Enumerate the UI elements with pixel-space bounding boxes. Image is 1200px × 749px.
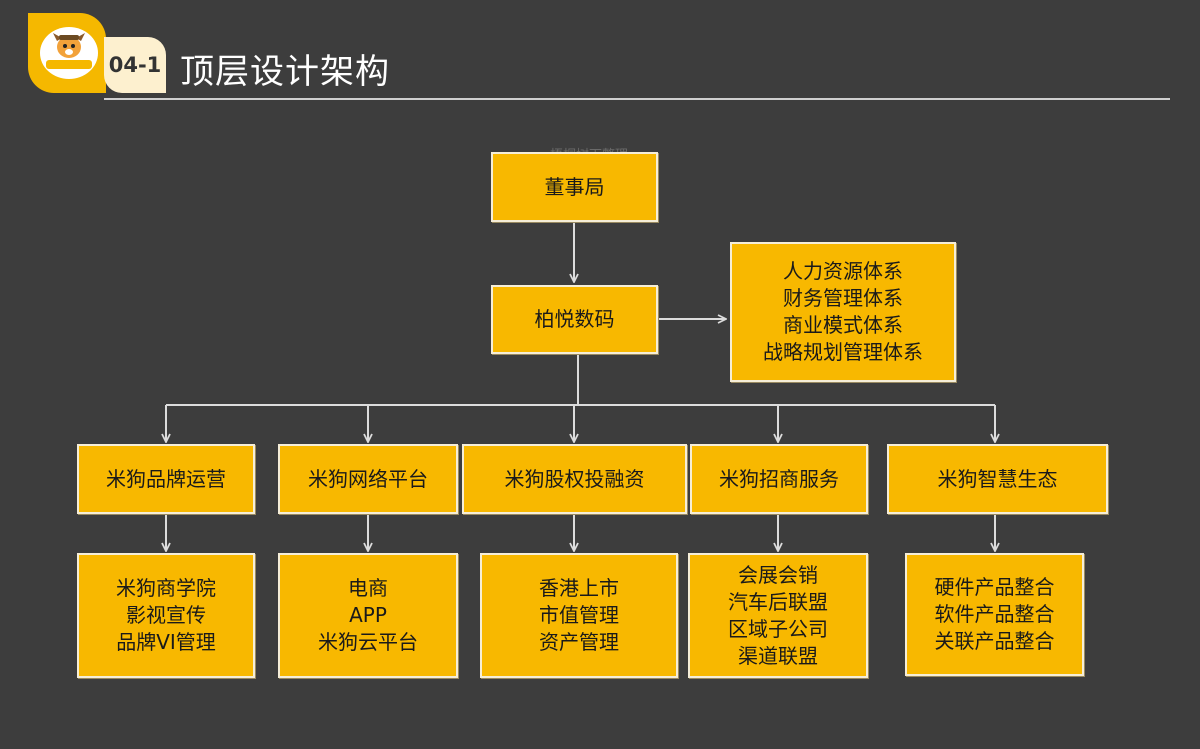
division-item: 渠道联盟 [738,643,818,668]
board-node: 董事局 [491,152,658,222]
section-code-badge: 04-1 [104,37,166,93]
page-title: 顶层设计架构 [180,52,390,92]
division-item: 电商 [348,576,388,600]
division-item: 汽车后联盟 [728,589,828,614]
division-item: 米狗云平台 [318,630,418,654]
division-item: 关联产品整合 [934,629,1055,653]
division-item: 香港上市 [539,576,619,600]
division-node-ecology: 米狗智慧生态 [887,444,1108,514]
division-node-investment: 米狗招商服务 [690,444,868,514]
division-item: 影视宣传 [126,603,206,627]
division-item: 会展会销 [738,562,818,587]
division-items-equity: 香港上市 市值管理 资产管理 [480,553,678,678]
division-node-network: 米狗网络平台 [278,444,458,514]
company-label: 柏悦数码 [534,307,615,331]
system-item: 商业模式体系 [783,313,903,337]
system-item: 战略规划管理体系 [763,340,923,364]
division-item: 品牌VI管理 [116,630,216,654]
systems-node: 人力资源体系 财务管理体系 商业模式体系 战略规划管理体系 [730,242,956,382]
division-item: 硬件产品整合 [934,575,1055,599]
system-item: 财务管理体系 [783,286,903,310]
division-items-investment: 会展会销 汽车后联盟 区域子公司 渠道联盟 [688,553,868,678]
division-items-brand: 米狗商学院 影视宣传 品牌VI管理 [77,553,255,678]
division-label: 米狗网络平台 [308,466,428,491]
division-items-ecology: 硬件产品整合 软件产品整合 关联产品整合 [905,553,1084,676]
division-node-equity: 米狗股权投融资 [462,444,687,514]
division-label: 米狗智慧生态 [937,466,1058,491]
division-item: APP [349,603,387,627]
board-label: 董事局 [544,174,605,199]
division-label: 米狗股权投融资 [504,466,645,491]
division-label: 米狗招商服务 [719,466,839,491]
division-item: 米狗商学院 [116,576,216,600]
system-item: 人力资源体系 [783,259,903,283]
section-code: 04-1 [108,53,162,77]
division-item: 市值管理 [539,603,619,627]
company-node: 柏悦数码 [491,285,658,354]
division-item: 资产管理 [539,630,619,654]
division-node-brand: 米狗品牌运营 [77,444,255,514]
title-divider [104,98,1170,100]
dog-mascot-icon [46,33,92,69]
division-item: 区域子公司 [728,616,828,641]
division-items-network: 电商 APP 米狗云平台 [278,553,458,678]
brand-logo [40,27,98,79]
division-label: 米狗品牌运营 [106,466,226,491]
division-item: 软件产品整合 [934,602,1055,626]
